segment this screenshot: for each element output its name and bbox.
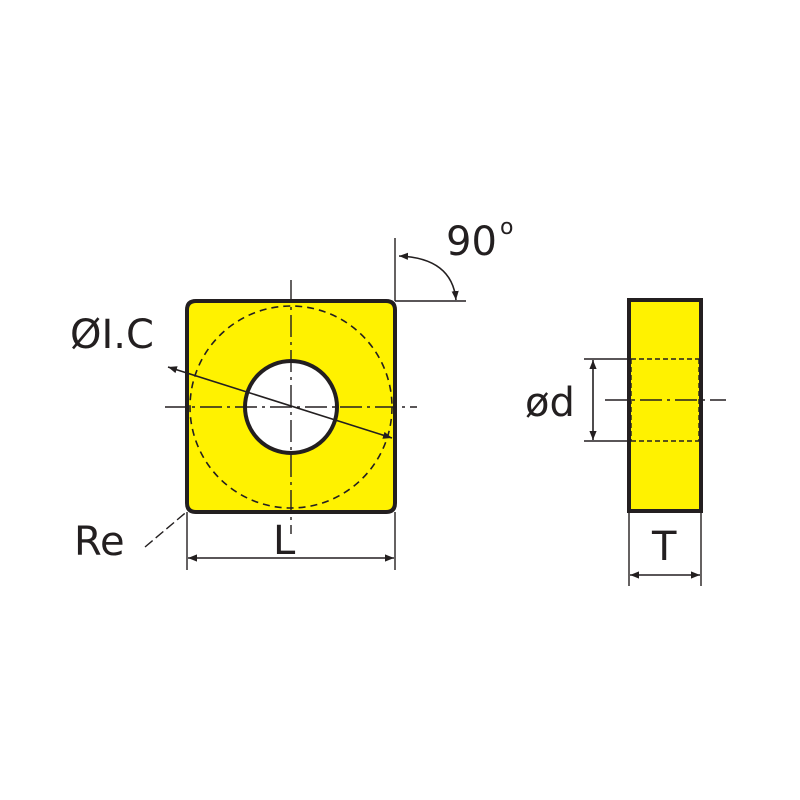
inscribed-circle-label: ØI.C xyxy=(70,312,154,358)
side-view-body xyxy=(627,298,703,513)
insert-top-view xyxy=(165,280,417,534)
hole-diameter-dimension: ød xyxy=(525,358,631,442)
length-label: L xyxy=(273,518,296,564)
corner-radius-leader xyxy=(144,508,191,548)
corner-radius-annotation: Re xyxy=(74,508,191,565)
corner-radius-label: Re xyxy=(74,519,125,565)
angle-annotation: 90 o xyxy=(394,215,513,302)
ic-diameter-arrow xyxy=(167,366,393,439)
thickness-dimension: T xyxy=(628,511,702,586)
angle-unit-label: o xyxy=(500,215,513,240)
angle-arc-arrow xyxy=(398,252,459,301)
insert-side-view xyxy=(605,298,726,513)
hole-diameter-label: ød xyxy=(525,380,575,426)
angle-label: 90 xyxy=(446,219,497,265)
length-dimension: L xyxy=(186,512,396,570)
thickness-label: T xyxy=(651,524,677,570)
